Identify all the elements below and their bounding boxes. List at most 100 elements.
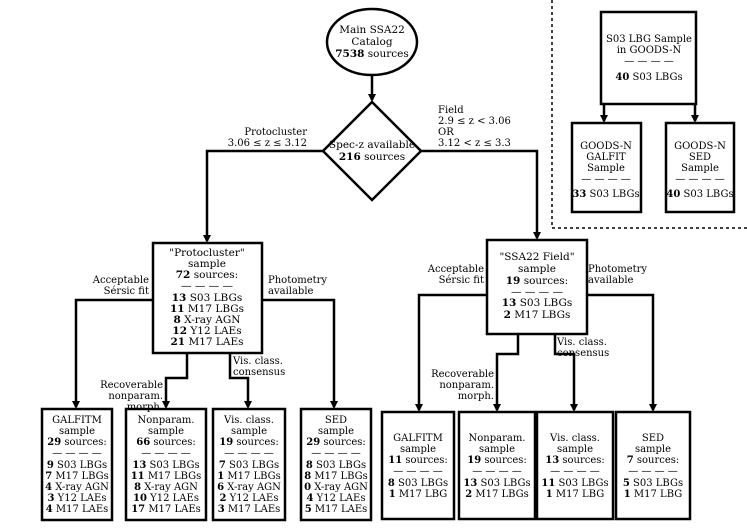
goodsn-count-label: S03 LBGs [629,72,682,83]
pc-sersic-label-1: Acceptable [92,275,149,286]
f-sed-row-label: M17 LBG [631,489,682,500]
pc-galfitm-row: 9 S03 LBGs [47,460,107,471]
goodsn-galfit-title-1: GOODS-N [580,141,632,152]
f-sed-count-line: 7 sources: [627,455,680,466]
pc-nonparam-title-1: Nonparam. [138,415,195,426]
specz-decision-text: Spec-z available 216 sources [329,139,415,163]
goodsn-sample-text: S03 LBG Sample in GOODS-N — — — — 40 S03… [606,34,692,83]
f-galfitm-row: 8 S03 LBGs [388,478,448,489]
f-edge-labels: Acceptable Sérsic fit Photometry availab… [427,264,648,402]
f-galfitm-text: GALFITM sample 11 sources: — — — — 8 S03… [388,433,448,500]
pc-nonparam-row: 17 M17 LAEs [131,504,201,515]
f-visclass-row-count: 1 [546,489,553,500]
pc-visclass-row: 2 Y12 LAEs [220,493,279,504]
f-visclass-label-1: Vis. class. [556,337,607,348]
pc-sed-count-suffix: sources: [320,437,366,448]
pc-visclass-label-2: consensus [233,367,285,378]
protocluster-row: 13 S03 LBGs [172,292,243,304]
pc-visclass-row-label: X-ray AGN [224,482,281,493]
pc-recov-label-2: nonparam. [108,391,163,402]
f-visclass-box [535,410,615,521]
field-row-label: M17 LBGs [511,309,570,321]
pc-sed-title-1: SED [325,415,347,426]
pc-phot-label-2: available [268,286,314,297]
goodsn-sed-count-line: 40 S03 LBGs [666,189,733,200]
pc-nonparam-row-label: X-ray AGN [141,482,198,493]
pc-visclass-row-count: 1 [217,471,224,482]
protocluster-separator: — — — — [181,280,234,292]
pc-sed-row-count: 8 [304,471,311,482]
f-galfitm-separator: — — — — [393,466,443,477]
field-title-1: "SSA22 Field" [499,251,574,263]
f-visclass-row-count: 11 [541,478,555,489]
f-nonparam-row: 13 S03 LBGs [463,478,530,489]
pc-sed-row: 5 M17 LAEs [305,504,368,515]
pc-galfitm-count-line: 29 sources: [47,437,107,448]
pc-visclass-row-count: 7 [219,460,226,471]
f-galfitm-count: 11 [388,455,402,466]
pc-galfitm-row-label: M17 LAEs [53,504,109,515]
goodsn-sed-box [664,121,736,214]
field-sample-text: "SSA22 Field" sample 19 sources: — — — —… [499,251,574,321]
f-galfitm-row-count: 8 [388,478,395,489]
goodsn-sed-title-2: SED [689,152,711,163]
goodsn-galfit-text: GOODS-N GALFIT Sample — — — — 33 S03 LBG… [572,141,639,200]
protocluster-row: 8 X-ray AGN [173,314,240,326]
f-visclass-count: 13 [545,455,559,466]
f-galfitm-count-line: 11 sources: [388,455,448,466]
pc-visclass-row-label: M17 LAEs [225,504,281,515]
main-catalog-node [325,7,419,77]
goodsn-sample-box [599,10,698,106]
protocluster-title-1: "Protocluster" [169,247,244,259]
field-row: 2 M17 LBGs [504,309,571,321]
arrow-pc-to-nonparam [162,353,189,409]
specz-count-suffix: sources [361,151,405,163]
field-count-suffix: sources: [520,275,568,287]
f-sed-row-label: S03 LBGs [630,478,683,489]
main-catalog-count-line: 7538 sources [335,48,409,60]
pc-nonparam-count-line: 66 sources: [136,437,196,448]
f-nonparam-row-count: 13 [463,478,477,489]
pc-nonparam-row-label: S03 LBGs [146,460,199,471]
branch-field-line-3: OR [438,127,454,138]
f-galfitm-row-label: M17 LBG [396,489,447,500]
branch-field-line-4: 3.12 < z ≤ 3.3 [438,138,511,149]
goodsn-galfit-count-label: S03 LBGs [586,189,639,200]
pc-visclass-row-count: 3 [218,504,225,515]
protocluster-rows: 13 S03 LBGs 11 M17 LBGs 8 X-ray AGN 12 Y… [170,292,244,348]
pc-nonparam-row-count: 13 [132,460,146,471]
f-galfitm-row-count: 1 [389,489,396,500]
main-catalog-count: 7538 [335,48,364,60]
field-count-line: 19 sources: [506,275,568,287]
pc-sed-row: 8 S03 LBGs [306,460,366,471]
f-visclass-title-1: Vis. class. [549,433,600,444]
pc-galfitm-box [40,407,114,522]
field-row-label: S03 LBGs [516,297,572,309]
main-catalog-text: Main SSA22 Catalog 7538 sources [335,24,409,60]
branch-protocluster-line-1: Protocluster [244,127,307,138]
pc-visclass-row-label: Y12 LAEs [226,493,278,504]
field-row: 13 S03 LBGs [502,297,573,309]
f-galfitm-row: 1 M17 LBG [389,489,447,500]
pc-visclass-count-suffix: sources: [233,437,279,448]
pc-galfitm-row-label: Y12 LAEs [54,493,106,504]
field-count: 19 [506,275,521,287]
f-nonparam-row: 2 M17 LBGs [465,489,529,500]
pc-galfitm-row-count: 9 [47,460,54,471]
f-nonparam-box [457,410,537,521]
specz-label: Spec-z available [329,139,415,151]
f-sed-row: 5 S03 LBGs [623,478,683,489]
pc-sed-row-label: M17 LAEs [312,504,368,515]
f-visclass-row: 1 M17 LBG [546,489,604,500]
f-sersic-label-2: Sérsic fit [439,275,484,286]
goodsn-count: 40 [615,72,629,83]
f-nonparam-separator: — — — — [472,466,522,477]
f-visclass-separator: — — — — [550,466,600,477]
goodsn-galfit-title-3: Sample [587,163,625,174]
connectors [72,75,699,412]
goodsn-galfit-count: 33 [572,189,586,200]
main-catalog-title-1: Main SSA22 [339,24,405,36]
pc-visclass-count: 19 [219,437,233,448]
pc-nonparam-row-label: M17 LAEs [145,504,201,515]
